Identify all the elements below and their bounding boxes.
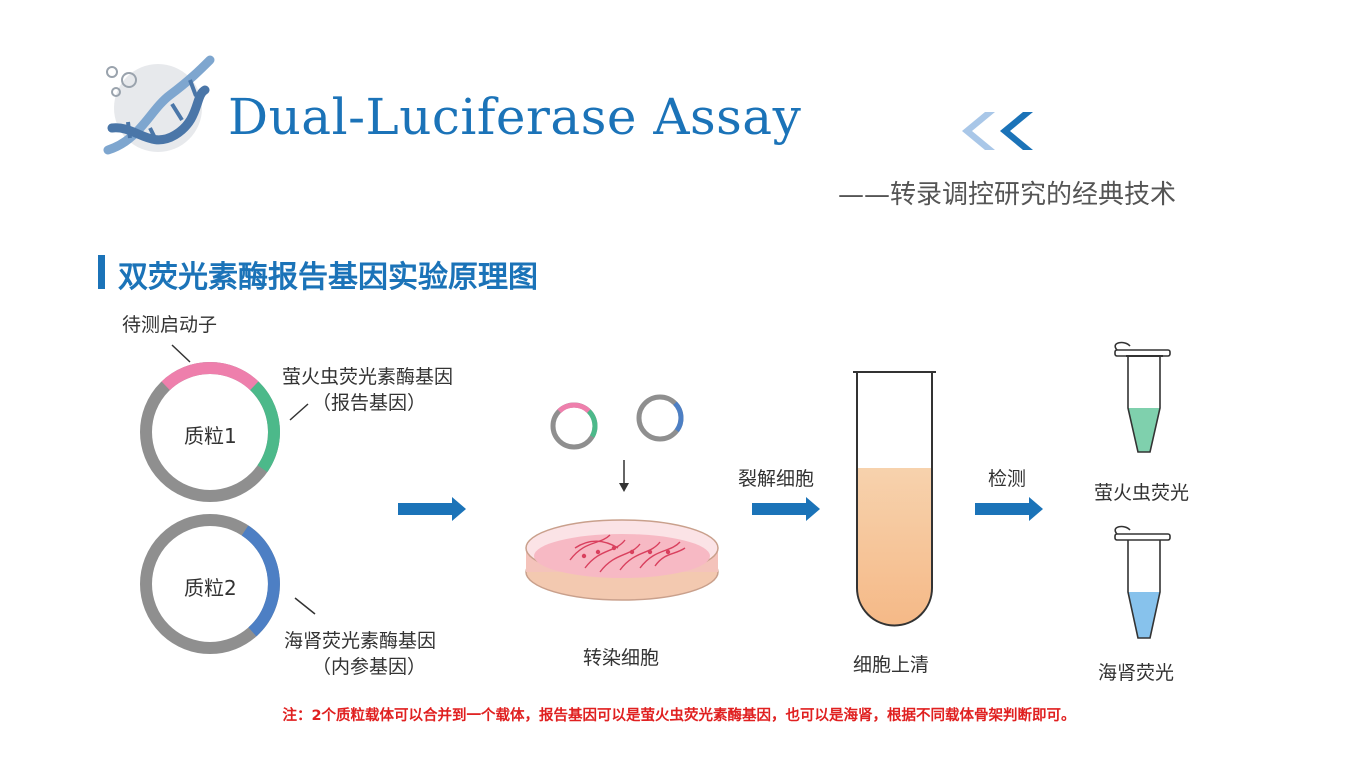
plasmid-1 bbox=[140, 362, 280, 502]
lysis-label: 裂解细胞 bbox=[738, 468, 815, 490]
eppendorf-tube-renilla bbox=[1114, 525, 1171, 639]
arrow-to-transfection bbox=[398, 497, 466, 521]
small-plasmid-firefly bbox=[550, 402, 598, 450]
footer-note: 注：2个质粒载体可以合并到一个载体，报告基因可以是萤火虫荧光素酶基因，也可以是海… bbox=[282, 708, 1076, 724]
plasmid-2-label: 质粒2 bbox=[184, 576, 237, 600]
double-chevron-icon bbox=[962, 112, 1033, 150]
firefly-gene-label: 萤火虫荧光素酶基因 bbox=[282, 366, 454, 388]
renilla-gene-label: 海肾荧光素酶基因 bbox=[284, 630, 437, 652]
supernatant-label: 细胞上清 bbox=[853, 654, 930, 676]
section-title: 双荧光素酶报告基因实验原理图 bbox=[118, 260, 538, 295]
page-subtitle: ——转录调控研究的经典技术 bbox=[838, 180, 1177, 210]
transfection-label: 转染细胞 bbox=[583, 647, 660, 669]
arrow-to-detection bbox=[975, 497, 1043, 521]
promoter-pointer-line bbox=[171, 344, 191, 363]
plasmid-1-label: 质粒1 bbox=[184, 424, 237, 448]
test-tube bbox=[853, 371, 936, 627]
firefly-gene-sublabel: （报告基因） bbox=[312, 392, 427, 414]
section-accent-bar bbox=[98, 255, 105, 289]
renilla-pointer-line bbox=[294, 597, 316, 615]
eppendorf-tube-firefly bbox=[1114, 341, 1171, 453]
down-arrow-head bbox=[619, 483, 629, 492]
promoter-label: 待测启动子 bbox=[122, 314, 218, 336]
detection-label: 检测 bbox=[988, 468, 1027, 490]
arrow-to-lysis bbox=[752, 497, 820, 521]
small-plasmid-renilla bbox=[636, 394, 684, 442]
dna-logo-icon bbox=[103, 55, 215, 155]
renilla-gene-sublabel: （内参基因） bbox=[312, 656, 427, 678]
petri-dish bbox=[525, 519, 719, 601]
page-title: Dual-Luciferase Assay bbox=[228, 88, 802, 146]
firefly-pointer-line bbox=[289, 403, 309, 421]
plasmid-2 bbox=[140, 514, 280, 654]
firefly-result-label: 萤火虫荧光 bbox=[1094, 482, 1190, 504]
renilla-result-label: 海肾荧光 bbox=[1098, 662, 1175, 684]
